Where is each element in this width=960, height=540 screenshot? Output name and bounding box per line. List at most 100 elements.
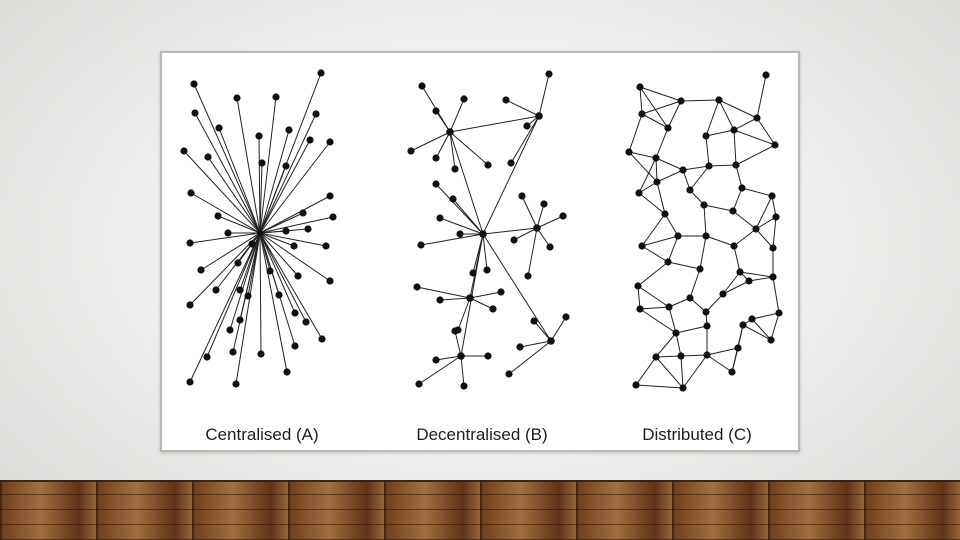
network-node [432,107,440,115]
caption-centralised: Centralised (A) [205,425,319,444]
network-edge [639,86,643,115]
network-edge [550,316,567,342]
network-edge [639,86,682,102]
network-edge [235,232,261,385]
network-node [502,96,510,104]
network-node [436,296,444,304]
network-edge [439,297,471,301]
network-node [234,259,242,267]
network-edge [703,204,734,212]
network-node [248,240,256,248]
network-edge [751,312,780,320]
network-edge [193,83,261,234]
network-node [559,212,567,220]
network-node [226,326,234,334]
network-node [446,128,454,136]
network-edge [538,73,550,117]
network-node [632,381,640,389]
network-edge [667,261,701,270]
network-edge [772,216,777,249]
network-edge [628,113,643,153]
network-edge [469,297,494,310]
network-edge [435,183,484,235]
network-node [635,189,643,197]
network-edge [656,169,684,183]
network-node [702,232,710,240]
network-edge [742,324,772,341]
network-node [214,212,222,220]
network-edge [718,99,735,131]
network-node [736,268,744,276]
network-edge [533,320,552,342]
network-edge [735,144,776,166]
network-edge [733,228,757,247]
network-edge [708,164,737,167]
network-edge [755,216,777,230]
network-node [257,230,263,236]
network-edge [258,135,261,234]
network-node [236,316,244,324]
network-edge [416,286,471,299]
network-node [767,336,775,344]
network-edge [536,203,545,229]
network-edge [521,195,538,229]
network-edge [641,235,679,247]
network-edge [756,74,767,119]
network-node [769,273,777,281]
network-edge [259,232,327,247]
network-node [679,166,687,174]
network-node [728,368,736,376]
network-node [524,272,532,280]
network-edge [628,151,657,159]
network-node [432,154,440,162]
network-node [212,286,220,294]
network-node [457,352,465,360]
network-node [436,214,444,222]
network-topologies-figure: Centralised (A) Decentralised (B) Distri… [160,51,800,452]
network-edge [519,340,552,348]
network-edge [259,139,311,234]
network-edge [735,164,743,189]
network-node [634,282,642,290]
network-node [187,189,195,197]
network-node [516,343,524,351]
network-node [700,201,708,209]
network-edge [732,210,757,230]
network-edge [739,271,774,278]
network-edge [232,232,261,353]
network-edge [259,113,317,234]
network-edge [482,233,552,342]
floor-edge [0,480,960,483]
network-edge [435,110,451,133]
centralised-network [180,69,337,388]
network-edge [259,216,334,234]
network-node [232,380,240,388]
network-edge [667,100,682,129]
network-node [672,329,680,337]
network-edge [741,187,773,197]
network-node [186,239,194,247]
network-edge [680,355,684,389]
network-diagrams [180,69,783,392]
network-edge [259,232,296,347]
network-node [719,290,727,298]
network-node [326,138,334,146]
wooden-floor [0,482,960,540]
network-edge [641,113,669,129]
network-node [272,93,280,101]
network-node [186,378,194,386]
network-edge [722,271,741,295]
network-edge [705,129,735,137]
network-edge [259,232,331,282]
network-edge [435,131,451,159]
network-edge [190,192,261,234]
network-node [625,148,633,156]
network-node [679,384,687,392]
network-node [703,351,711,359]
network-edge [675,332,682,357]
network-node [547,337,555,345]
network-edge [183,150,261,234]
network-edge [259,232,299,277]
network-node [233,94,241,102]
network-node [686,186,694,194]
